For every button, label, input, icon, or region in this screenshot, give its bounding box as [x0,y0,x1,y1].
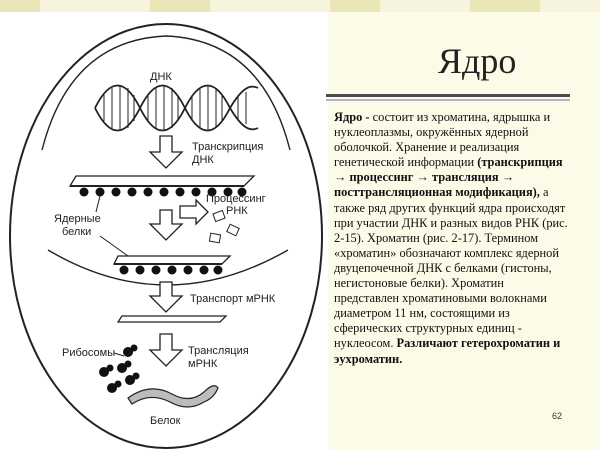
label-protein: Белок [150,415,181,427]
arrow-translation [148,333,184,367]
body-text-conclusion: Различают гетерохроматин и эухроматин. [334,336,561,366]
chromatin-strip-middle [112,255,232,275]
chromatin-strip-top [68,175,256,197]
arrow-to-processing [179,198,209,226]
label-transcription: Транскрипция [192,141,263,153]
label-processing: Процессинг [206,193,266,205]
title-underline-light [326,99,570,101]
label-nuclear-proteins-2: белки [62,226,91,238]
rna-fragment-2 [226,223,240,237]
label-ribosomes: Рибосомы [62,347,115,359]
pointer-ribosomes [113,352,125,357]
protein-chain [127,385,219,408]
label-transport: Транспорт мРНК [190,293,276,305]
body-text-part-1: состоит из хроматина, ядрышка и нуклеопл… [334,110,551,170]
page-number: 62 [552,411,563,421]
body-text-part-2: а также ряд других функций ядра происход… [334,185,568,351]
title-underline-dark [326,94,570,97]
arrow-processing [148,209,184,241]
arrow-transport [148,281,184,313]
rna-fragment-3 [208,232,222,244]
slide-title: Ядро [438,41,517,81]
body-term-nucleus: Ядро - [334,110,370,124]
nuclear-envelope-inner-arc [41,35,291,151]
label-transcription-dna: ДНК [192,154,214,166]
arrow-transcription [148,135,184,169]
label-processing-rna: РНК [226,205,248,217]
mrna-strip [116,315,228,323]
label-translation-mrna: мРНК [188,358,218,370]
top-decor-strip [0,0,600,12]
label-nuclear-proteins: Ядерные [54,213,101,225]
label-translation: Трансляция [188,345,249,357]
dna-helix [94,84,259,132]
label-dna: ДНК [150,71,172,83]
body-text-process-chain: (транскрипция → процессинг → трансляция … [334,155,563,200]
rna-fragment-1 [212,209,226,223]
pointer-nuclear-proteins-2 [99,235,129,257]
pointer-nuclear-proteins-1 [95,195,101,213]
ribosomes [99,344,140,393]
text-panel-background [328,12,600,450]
slide-body-text: Ядро - состоит из хроматина, ядрышка и н… [334,110,572,367]
